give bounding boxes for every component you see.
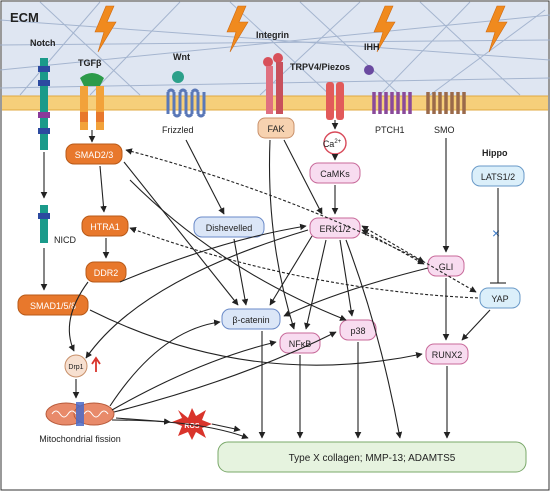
bcatenin-node — [221, 308, 281, 330]
dishevelled-label: Dishevelled — [206, 223, 253, 233]
nfkb-label: NFκB — [289, 339, 312, 349]
lats-node — [471, 165, 525, 187]
fak-node — [257, 117, 295, 139]
trpv4-channel — [326, 82, 344, 120]
trpv4-label: TRPV4/Piezos — [290, 62, 350, 72]
notch-receptor — [38, 58, 50, 243]
bcatenin-label: β-catenin — [232, 315, 269, 325]
smad158-label: SMAD1/5/8 — [30, 301, 76, 311]
wnt-label: Wnt — [173, 52, 190, 62]
ecm-label: ECM — [10, 10, 39, 25]
ros-label: ROS — [184, 423, 200, 430]
nicd-label: NICD — [54, 235, 76, 245]
ptch1-label: PTCH1 — [375, 125, 405, 135]
smo-label: SMO — [434, 125, 455, 135]
p38-label: p38 — [350, 326, 365, 336]
lightning-icon — [94, 5, 117, 53]
drp1-node — [64, 354, 88, 378]
lightning-icon — [226, 5, 249, 53]
drp1-label: Drp1 — [68, 364, 83, 371]
inhibition-x-icon: × — [492, 225, 500, 241]
yap-node — [479, 287, 521, 309]
integrin-label: Integrin — [256, 30, 289, 40]
runx2-node — [425, 343, 469, 365]
smad23-label: SMAD2/3 — [75, 150, 114, 160]
ros-star-icon — [172, 408, 212, 440]
ihh-label: IHH — [364, 42, 380, 52]
p38-node — [339, 319, 377, 341]
tgfb-receptor — [80, 73, 104, 130]
lightning-icon — [485, 5, 508, 53]
notch-label: Notch — [30, 38, 56, 48]
lats-label: LATS1/2 — [481, 172, 515, 182]
tgfb-label: TGFβ — [78, 58, 102, 68]
mechanical-load-icons — [94, 5, 508, 53]
output-label: Type X collagen; MMP-13; ADAMTS5 — [289, 453, 456, 464]
calcium-label: Ca2+ — [323, 139, 342, 149]
fak-label: FAK — [267, 124, 284, 134]
htra1-label: HTRA1 — [90, 222, 120, 232]
yap-label: YAP — [491, 294, 508, 304]
lightning-icon — [373, 5, 396, 53]
frizzled-label: Frizzled — [162, 125, 194, 135]
output-box — [217, 441, 527, 473]
dashed-interactions — [125, 148, 479, 299]
ptch1-receptor — [364, 65, 412, 114]
camks-label: CaMKs — [320, 169, 350, 179]
nfkb-node — [279, 332, 321, 354]
runx2-label: RUNX2 — [432, 350, 463, 360]
ddr2-node — [85, 261, 127, 283]
mitochondria-icon — [45, 402, 115, 426]
gli-label: GLI — [439, 262, 454, 272]
integrin-receptor — [263, 53, 283, 114]
ddr2-label: DDR2 — [94, 268, 119, 278]
frizzled-receptor — [166, 71, 206, 118]
mito-label: Mitochondrial fission — [39, 434, 121, 444]
smo-receptor — [426, 92, 466, 114]
up-arrow-icon — [91, 356, 101, 372]
smad158-node — [17, 294, 89, 316]
hippo-label: Hippo — [482, 148, 508, 158]
smad23-node — [65, 143, 123, 165]
